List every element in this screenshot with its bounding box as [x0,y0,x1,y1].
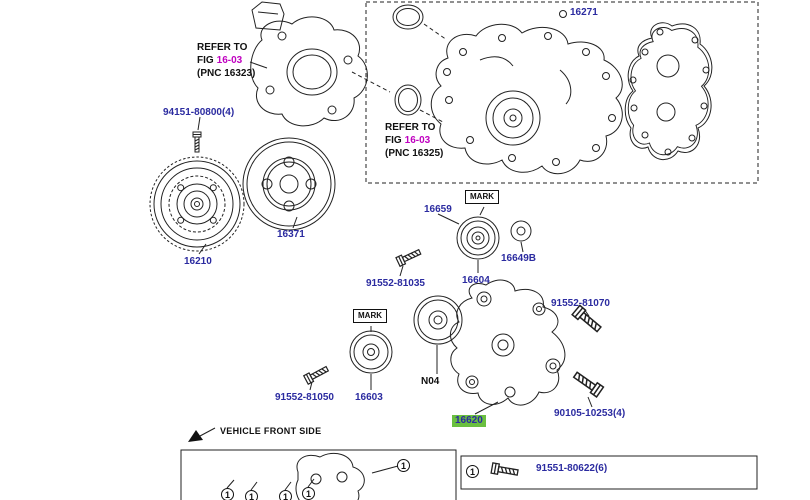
washer-16649b-drawing [510,220,532,242]
part-label-16649B[interactable]: 16649B [501,253,537,264]
part-label-16271[interactable]: 16271 [570,7,598,18]
part-label-90105-10253[interactable]: 90105-10253(4) [554,408,626,419]
callout-1: 1 [397,459,410,472]
refer-line-1: REFER TO [385,122,436,133]
legend-bolt-drawing [490,462,520,479]
legend-callout-1: 1 [466,465,479,478]
part-label-16604[interactable]: 16604 [462,275,490,286]
idler-n04-drawing [413,295,463,345]
tensioner-bracket-16620-drawing [450,279,566,406]
thermostat-housing-drawing [250,1,391,127]
idler-16603-drawing [349,330,393,374]
refer-line-3: (PNC 16323) [197,68,256,79]
pulley-16371-drawing [242,137,336,231]
bullet-marker [559,10,567,18]
part-label-16371[interactable]: 16371 [277,229,305,240]
part-label-16603[interactable]: 16603 [355,392,383,403]
legend-box [460,455,758,490]
mark-box-16603: MARK [353,309,387,323]
fan-clutch-drawing [149,156,245,252]
callout-1: 1 [302,487,315,500]
dashed-inset-border [365,1,759,184]
o-ring-top-drawing [392,4,448,41]
bottom-left-box [180,449,457,500]
o-ring-mid-drawing [394,84,444,123]
refer-line-3: (PNC 16325) [385,148,444,159]
idler-16604-drawing [456,216,500,260]
part-label-91552-81035[interactable]: 91552-81035 [366,278,425,289]
vehicle-front-arrow [188,427,216,442]
fig-word: FIG [197,55,214,66]
fig-16-03-link[interactable]: 16-03 [216,55,243,66]
gasket-16271-drawing [559,10,713,160]
bolt-91552-81035-drawing [395,246,423,267]
water-pump-drawing [430,23,623,175]
callout-1: 1 [221,488,234,500]
bolt-94151-drawing [192,131,202,153]
vehicle-front-side-label: VEHICLE FRONT SIDE [220,426,322,436]
callout-1: 1 [245,490,258,500]
part-label-91551-80622[interactable]: 91551-80622(6) [536,463,608,474]
mark-box-16604: MARK [465,190,499,204]
fig-16-03-link[interactable]: 16-03 [404,135,431,146]
part-label-91552-81070[interactable]: 91552-81070 [551,298,610,309]
bolt-91552-81050-drawing [303,363,331,385]
part-label-16210[interactable]: 16210 [184,256,212,267]
bolt-90105-drawing [571,369,605,398]
part-label-91552-81050[interactable]: 91552-81050 [275,392,334,403]
leader-lines [197,61,593,491]
part-label-16659[interactable]: 16659 [424,204,452,215]
fig-word: FIG [385,135,402,146]
part-label-N04[interactable]: N04 [421,376,440,387]
gasket-partial-drawing [295,452,365,500]
callout-1: 1 [279,490,292,500]
part-label-16620-highlighted[interactable]: 16620 [452,415,486,427]
refer-line-1: REFER TO [197,42,248,53]
part-label-94151-80800[interactable]: 94151-80800(4) [163,107,235,118]
